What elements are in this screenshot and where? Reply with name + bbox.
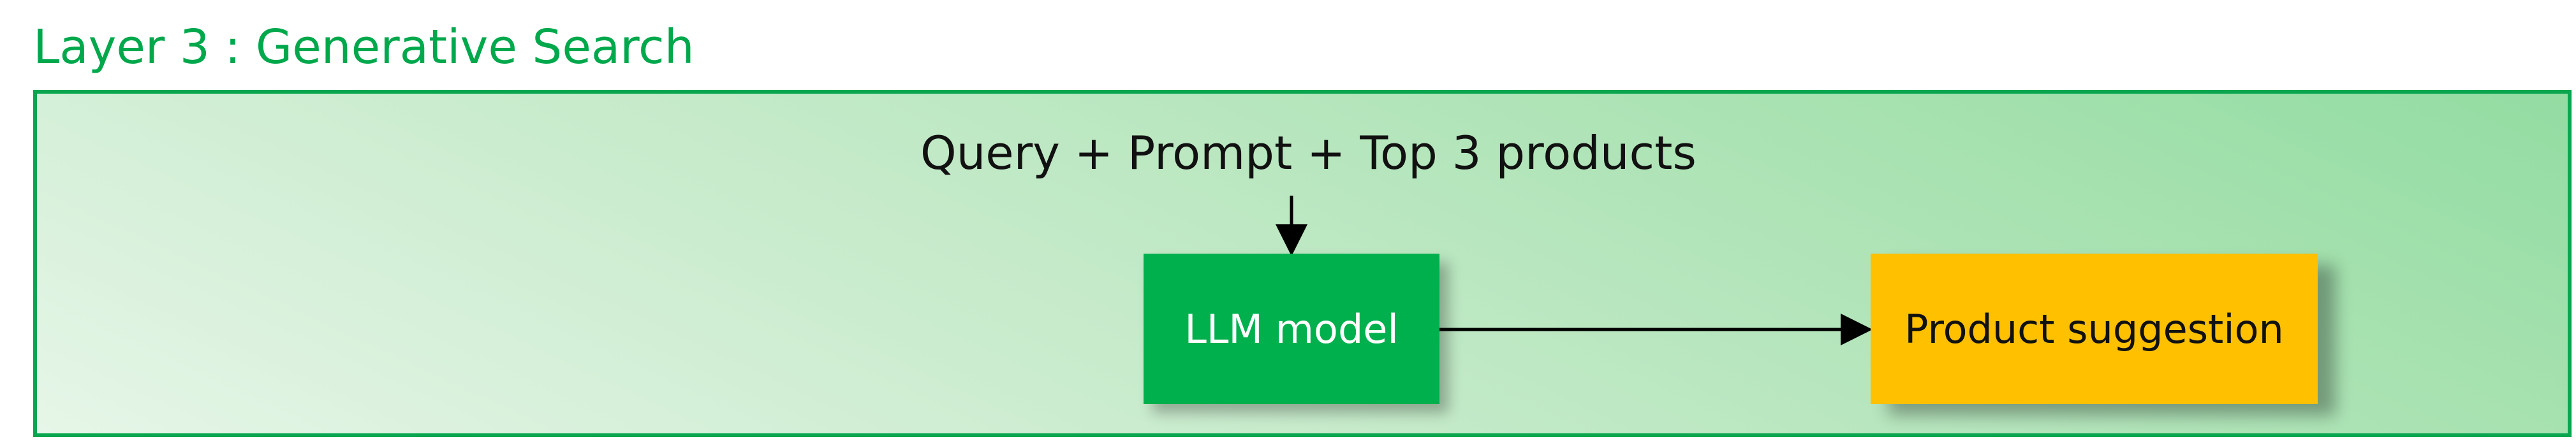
llm-model-box: LLM model <box>1144 254 1439 404</box>
llm-model-label: LLM model <box>1184 305 1399 352</box>
product-suggestion-box: Product suggestion <box>1871 254 2318 404</box>
layer-title: Layer 3 : Generative Search <box>33 20 695 75</box>
product-suggestion-label: Product suggestion <box>1904 305 2284 352</box>
input-label: Query + Prompt + Top 3 products <box>920 126 1696 180</box>
